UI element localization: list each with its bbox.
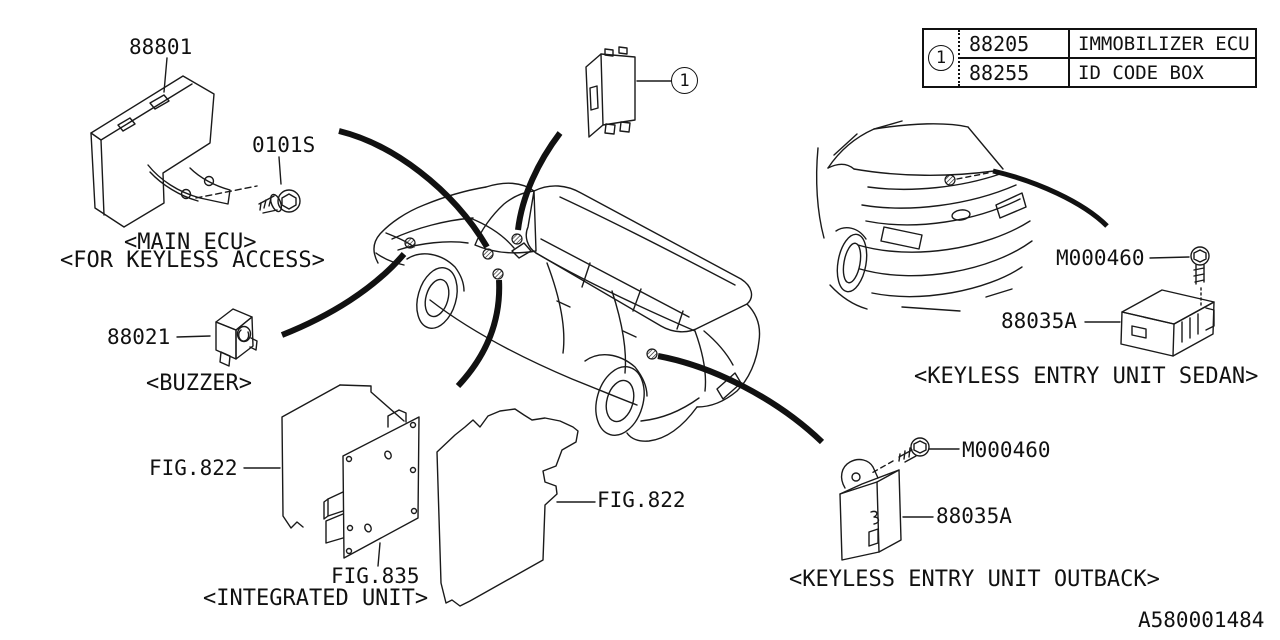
immobilizer-ref-number: 1	[679, 70, 690, 91]
part-label-88801[interactable]: 88801	[129, 35, 193, 59]
cover-panel-fig822-drawing	[436, 408, 579, 607]
integrated-unit-drawing	[323, 409, 420, 559]
leader-lines	[163, 57, 1190, 567]
marker-roof-front	[511, 233, 523, 245]
caption-main-ecu: <MAIN ECU>	[124, 230, 257, 255]
curve-door-to-integrated-unit	[455, 279, 503, 389]
marker-cowl	[482, 248, 494, 260]
diagram-id: A580001484	[1138, 608, 1265, 632]
curve-fender-to-buzzer	[280, 252, 407, 338]
location-markers	[404, 174, 956, 360]
keyless-outback-unit-drawing	[839, 458, 902, 561]
immobilizer-ecu-drawing	[585, 46, 636, 138]
legend-part-name: ID CODE BOX	[1078, 61, 1204, 84]
wagon-outback-drawing	[373, 182, 761, 442]
curve-main-ecu-to-cowl	[338, 128, 490, 249]
fig-label-835-unit[interactable]: FIG.835	[331, 564, 420, 588]
marker-sedan-deck	[944, 174, 956, 186]
legend-ref-cell: 1	[924, 30, 960, 86]
bolt-m000460-outback-drawing	[869, 437, 930, 475]
marker-rear-quarter	[646, 348, 658, 360]
fig-label-822-bracket[interactable]: FIG.822	[149, 456, 238, 480]
part-label-88035a-sedan[interactable]: 88035A	[1001, 309, 1077, 333]
bolt-label-m000460-outback[interactable]: M000460	[962, 438, 1051, 462]
marker-front-door	[492, 268, 504, 280]
curve-immobilizer-to-roof	[515, 131, 563, 231]
part-label-88021[interactable]: 88021	[107, 325, 171, 349]
caption-integrated-unit: <INTEGRATED UNIT>	[203, 586, 429, 611]
buzzer-drawing	[215, 308, 258, 367]
legend-ref-circle[interactable]: 1	[928, 45, 954, 71]
legend-row-immobilizer-ecu[interactable]: 88205 IMMOBILIZER ECU	[960, 30, 1255, 57]
keyless-sedan-unit-drawing	[1120, 289, 1215, 357]
bolt-label-m000460-sedan[interactable]: M000460	[1056, 246, 1145, 270]
part-label-0101s[interactable]: 0101S	[252, 133, 316, 157]
fig-label-822-cover[interactable]: FIG.822	[597, 488, 686, 512]
legend-ref-number: 1	[935, 48, 947, 68]
caption-for-keyless-access: <FOR KEYLESS ACCESS>	[60, 248, 325, 273]
legend-part-name: IMMOBILIZER ECU	[1078, 32, 1250, 55]
bold-leader-curves	[280, 128, 1109, 445]
curve-quarter-to-outback-unit	[657, 353, 825, 445]
legend-rows: 88205 IMMOBILIZER ECU 88255 ID CODE BOX	[960, 30, 1255, 86]
immobilizer-ref-circle[interactable]: 1	[671, 67, 698, 94]
legend-row-id-code-box[interactable]: 88255 ID CODE BOX	[960, 57, 1255, 86]
curve-sedan-deck-to-unit	[992, 168, 1109, 228]
sedan-drawing	[815, 120, 1033, 312]
legend-part-number[interactable]: 88255	[960, 59, 1070, 86]
screw-0101s-drawing	[258, 189, 301, 214]
caption-buzzer: <BUZZER>	[146, 371, 252, 396]
part-label-88035a-outback[interactable]: 88035A	[936, 504, 1012, 528]
caption-keyless-outback: <KEYLESS ENTRY UNIT OUTBACK>	[789, 567, 1160, 592]
bracket-plate-fig822-drawing	[281, 384, 405, 529]
main-ecu-drawing	[90, 75, 231, 228]
caption-keyless-sedan: <KEYLESS ENTRY UNIT SEDAN>	[914, 364, 1259, 389]
marker-front-fender	[404, 237, 416, 249]
legend-part-number[interactable]: 88205	[960, 30, 1070, 57]
legend-table: 1 88205 IMMOBILIZER ECU 88255 ID CODE BO…	[922, 28, 1257, 88]
bolt-m000460-sedan-drawing	[1190, 246, 1210, 307]
